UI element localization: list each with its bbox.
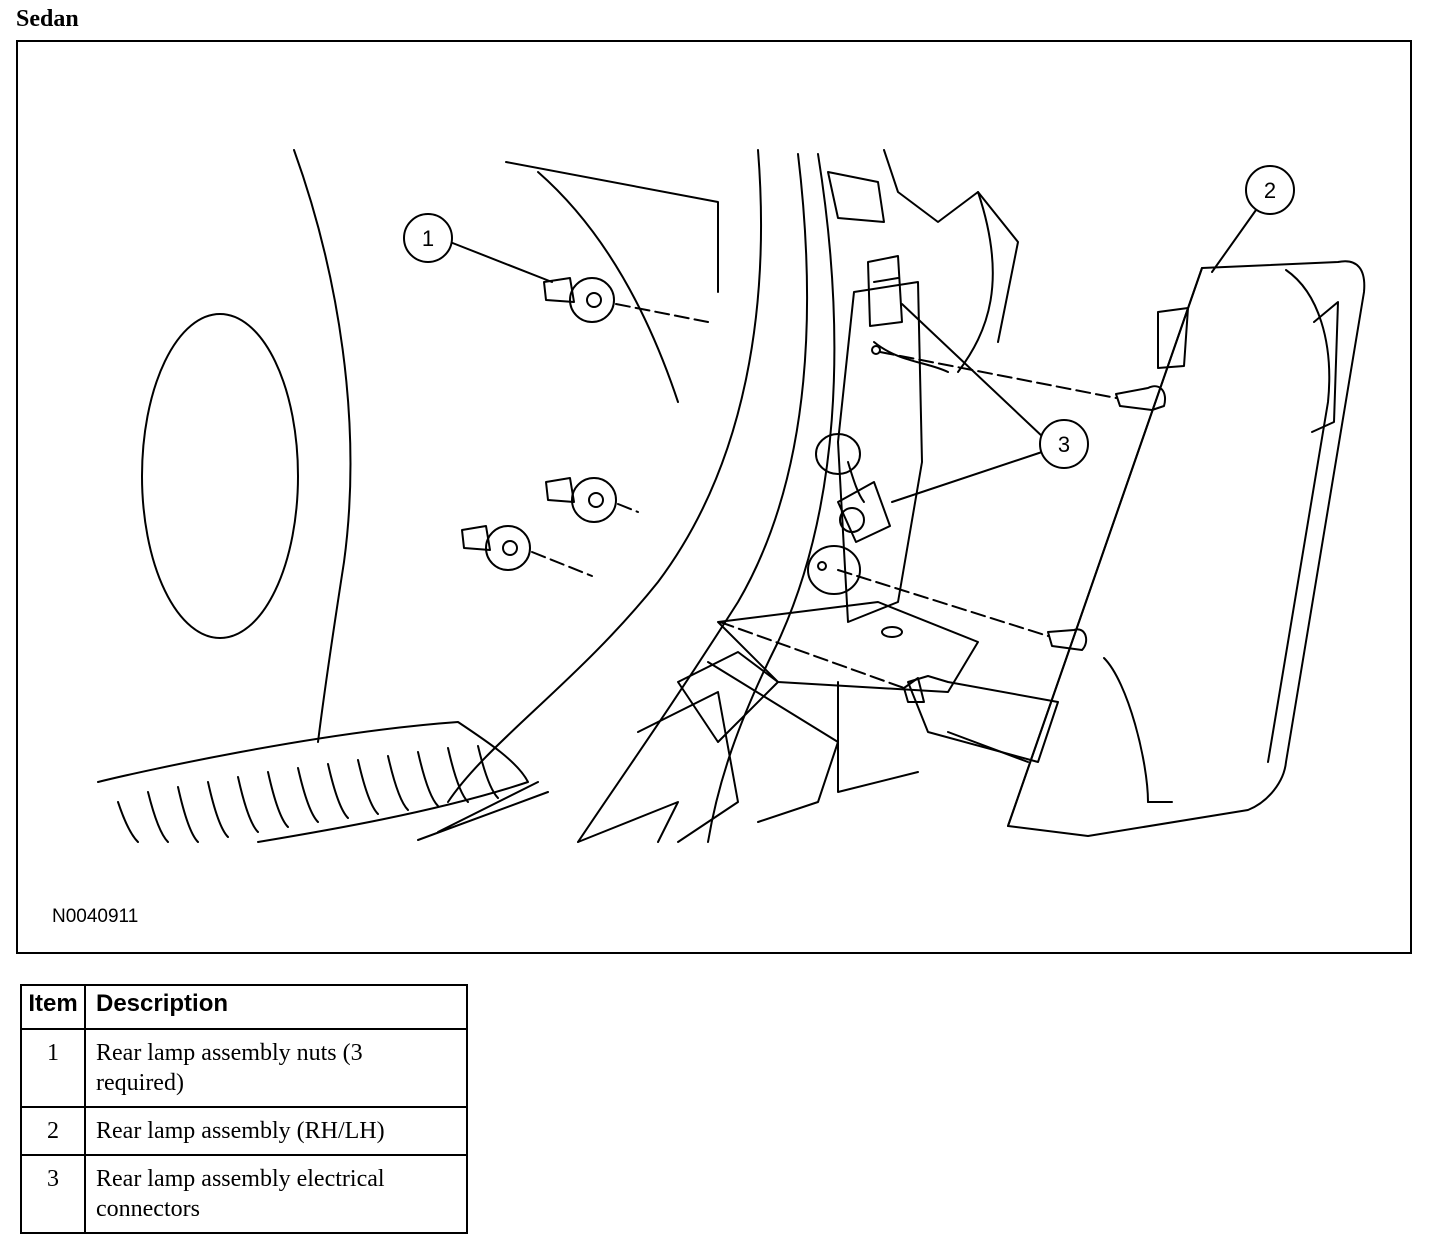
quarter-panel-edge <box>293 149 352 743</box>
corrugated-liner <box>97 721 529 843</box>
pillar-outer <box>447 149 762 803</box>
section-title: Sedan <box>16 6 79 32</box>
nut-guide-lines <box>531 303 709 577</box>
table-row: 1 Rear lamp assembly nuts (3 required) <box>20 1028 468 1108</box>
legend-header-item: Item <box>20 984 86 1030</box>
legend-item-number: 3 <box>20 1154 86 1234</box>
pillar-inner <box>577 153 809 843</box>
wheel-opening <box>141 313 299 639</box>
legend-header-description: Description <box>84 984 468 1030</box>
callout-3-number: 3 <box>1058 432 1070 457</box>
rear-lamp-illustration: 1 2 3 <box>97 149 1366 843</box>
callout-1 <box>403 213 453 263</box>
callout-1-leader <box>449 241 553 283</box>
legend-item-number: 2 <box>20 1106 86 1156</box>
callout-1-number: 1 <box>422 226 434 251</box>
nut-upper <box>543 277 615 323</box>
lamp-guide-lines <box>719 351 1117 689</box>
legend-item-description: Rear lamp assembly (RH/LH) <box>84 1106 468 1156</box>
lamp-assembly <box>903 260 1366 837</box>
legend-item-description: Rear lamp assembly electrical connectors <box>84 1154 468 1234</box>
legend-header-row: Item Description <box>20 984 468 1030</box>
connector-upper <box>867 255 903 327</box>
mounting-plate <box>837 281 923 623</box>
figure-id: N0040911 <box>52 906 139 927</box>
callout-2 <box>1245 165 1295 215</box>
callout-2-leader <box>1211 209 1257 273</box>
callout-3 <box>1039 419 1089 469</box>
table-row: 3 Rear lamp assembly electrical connecto… <box>20 1154 468 1234</box>
callout-2-number: 2 <box>1264 178 1276 203</box>
legend-item-number: 1 <box>20 1028 86 1108</box>
legend-item-description: Rear lamp assembly nuts (3 required) <box>84 1028 468 1108</box>
table-row: 2 Rear lamp assembly (RH/LH) <box>20 1106 468 1156</box>
legend-table: Item Description 1 Rear lamp assembly nu… <box>20 984 468 1234</box>
nut-middle <box>545 477 617 523</box>
connector-lower <box>837 461 891 543</box>
callout-3-leader <box>891 303 1045 503</box>
figure-frame: 1 2 3 N0040911 <box>16 40 1412 954</box>
nut-lower <box>461 525 531 571</box>
